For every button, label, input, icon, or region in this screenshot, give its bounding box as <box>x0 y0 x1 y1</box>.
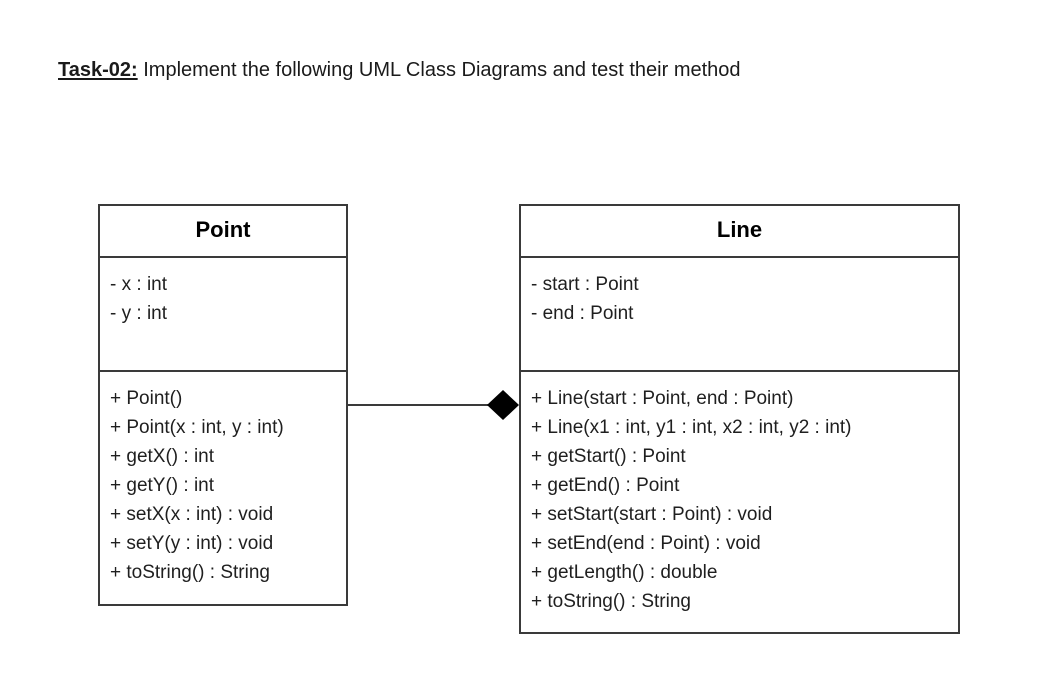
uml-class-point: Point - x : int - y : int + Point() + Po… <box>98 204 348 606</box>
method-item: + getStart() : Point <box>531 446 686 467</box>
methods-compartment-line: + Line(start : Point, end : Point) + Lin… <box>521 372 958 640</box>
composition-connector-line <box>348 404 504 406</box>
class-divider-attributes-methods <box>521 370 958 372</box>
uml-class-line: Line - start : Point - end : Point + Lin… <box>519 204 960 634</box>
class-divider-attributes-methods <box>100 370 346 372</box>
class-name-point: Point <box>195 217 251 242</box>
method-item: + setX(x : int) : void <box>110 504 274 525</box>
attribute-item: - y : int <box>110 303 168 324</box>
task-label: Task-02: <box>58 59 138 81</box>
method-item: + toString() : String <box>531 591 691 612</box>
method-item: + Point() <box>110 388 183 409</box>
task-heading: Task-02: Implement the following UML Cla… <box>58 57 741 83</box>
class-divider-name-attributes <box>521 256 958 258</box>
method-item: + getLength() : double <box>531 562 718 583</box>
attribute-item: - x : int <box>110 274 168 295</box>
class-divider-name-attributes <box>100 256 346 258</box>
composition-diamond-icon <box>487 390 519 420</box>
method-item: + getY() : int <box>110 475 215 496</box>
method-item: + getX() : int <box>110 446 215 467</box>
method-item: + Point(x : int, y : int) <box>110 417 284 438</box>
method-item: + toString() : String <box>110 562 270 583</box>
method-item: + setY(y : int) : void <box>110 533 274 554</box>
attribute-item: - start : Point <box>531 274 639 295</box>
methods-compartment-point: + Point() + Point(x : int, y : int) + ge… <box>100 372 346 627</box>
method-item: + Line(start : Point, end : Point) <box>531 388 794 409</box>
method-item: + getEnd() : Point <box>531 475 680 496</box>
method-item: + setStart(start : Point) : void <box>531 504 773 525</box>
class-name-line: Line <box>716 217 763 242</box>
task-description: Implement the following UML Class Diagra… <box>137 59 741 81</box>
attributes-compartment-line: - start : Point - end : Point <box>521 258 958 370</box>
attributes-compartment-point: - x : int - y : int <box>100 258 346 370</box>
method-item: + Line(x1 : int, y1 : int, x2 : int, y2 … <box>531 417 852 438</box>
attribute-item: - end : Point <box>531 303 634 324</box>
method-item: + setEnd(end : Point) : void <box>531 533 761 554</box>
